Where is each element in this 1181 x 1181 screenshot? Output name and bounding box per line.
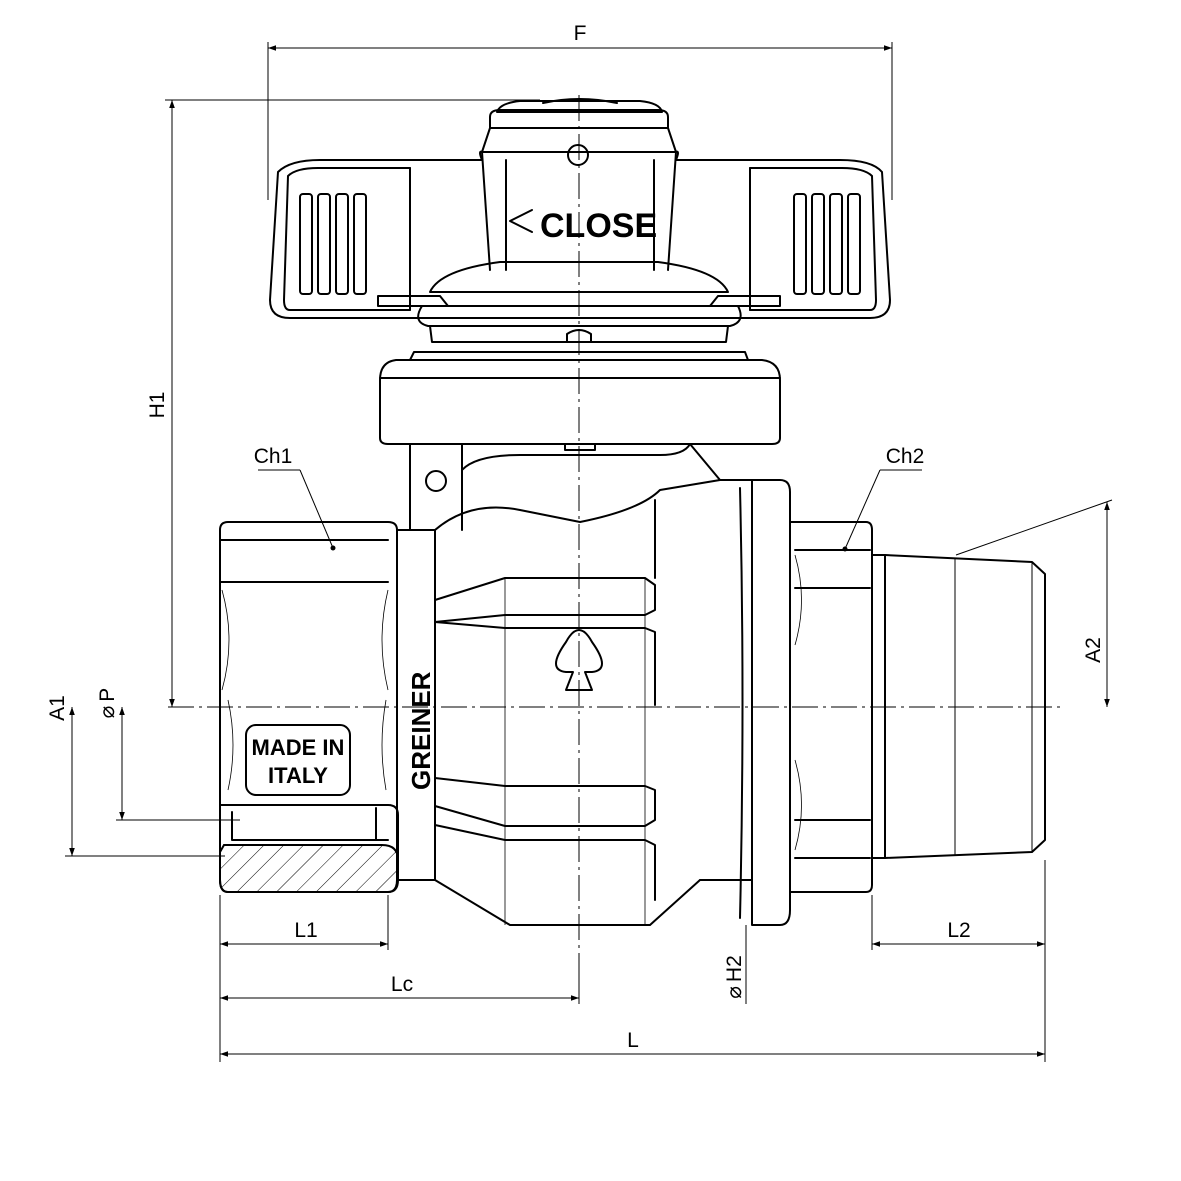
origin-line1: MADE IN <box>252 735 345 760</box>
handle-dome <box>429 261 729 293</box>
left-grip-ribs-icon <box>299 193 367 295</box>
handle-skirt <box>417 305 742 327</box>
dim-label-h2: H2 <box>723 955 746 982</box>
right-grip-ribs-icon <box>793 193 861 295</box>
right-hex-ch2 <box>789 521 873 893</box>
label-ch2: Ch2 <box>886 445 925 468</box>
diameter-symbol: ⌀ <box>96 706 119 719</box>
label-ch1: Ch1 <box>254 445 293 468</box>
handle-hub-top <box>489 109 669 129</box>
dim-label-l: L <box>627 1029 639 1052</box>
diameter-symbol-h2: ⌀ <box>723 986 746 999</box>
leader-ch1: Ch1 <box>254 445 334 549</box>
origin-line2: ITALY <box>268 763 328 788</box>
butterfly-handle: CLOSE <box>269 98 891 361</box>
dimension-l2: L2 <box>871 895 1045 950</box>
made-in-italy-plate <box>245 724 351 796</box>
dim-label-l2: L2 <box>947 919 970 942</box>
greiner-marking: GREINER <box>406 671 436 790</box>
close-arrow-icon <box>509 209 533 233</box>
close-marking: CLOSE <box>540 207 657 245</box>
dimension-a1: A1 <box>46 695 225 857</box>
dim-label-f: F <box>574 22 587 45</box>
spade-logo-icon <box>555 629 603 691</box>
stem-nut <box>379 359 781 451</box>
section-hatching <box>219 844 399 893</box>
dimension-f: F <box>267 22 893 200</box>
right-collar <box>699 479 791 926</box>
dim-label-lc: Lc <box>391 973 413 996</box>
body-screw-hole <box>425 470 447 492</box>
dim-label-h1: H1 <box>146 392 169 419</box>
body-outline <box>396 443 753 926</box>
dimension-lc: Lc <box>220 955 580 1004</box>
leader-ch2: Ch2 <box>844 445 925 550</box>
dim-label-a2: A2 <box>1082 637 1105 663</box>
handle-screw-hole <box>567 144 589 166</box>
dim-label-l1: L1 <box>294 919 317 942</box>
handle-cap-top <box>496 100 663 113</box>
dimension-p: ⌀P <box>96 688 240 821</box>
svg-text:⌀P: ⌀P <box>96 688 119 719</box>
dimension-h2: ⌀ H2 <box>723 925 747 1004</box>
male-thread <box>871 554 1046 859</box>
svg-text:⌀H2: ⌀ H2 <box>723 955 746 999</box>
dimension-h1: H1 <box>146 99 540 707</box>
dim-label-p: P <box>96 688 119 702</box>
left-hex-ch1: MADE IN ITALY <box>219 521 399 893</box>
dimension-l1: L1 <box>219 895 389 1062</box>
valve-body: GREINER <box>396 443 753 926</box>
dim-label-a1: A1 <box>46 695 69 721</box>
dimension-a2: A2 <box>955 499 1113 707</box>
dimension-l: L <box>220 860 1046 1062</box>
